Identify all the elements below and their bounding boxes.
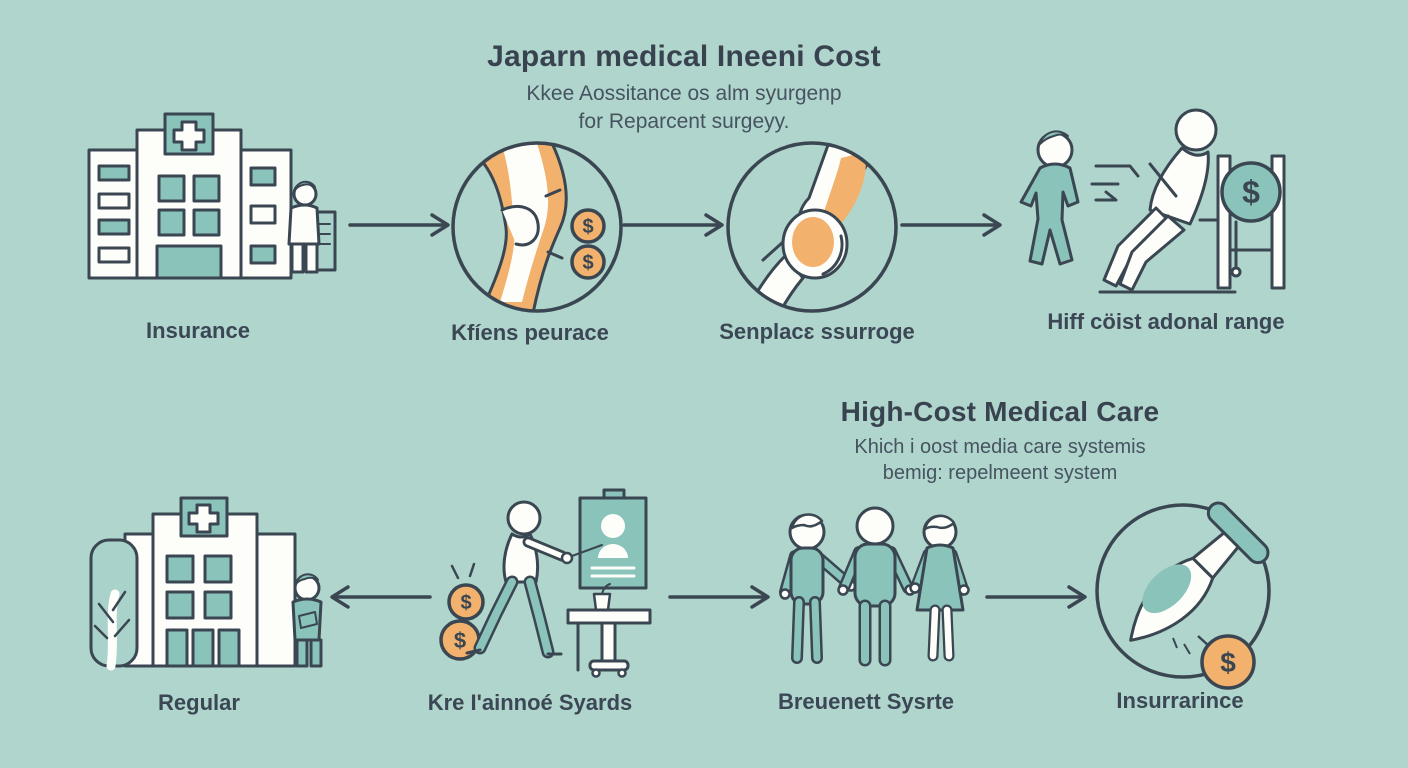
dollar-disc-icon: [1220, 161, 1282, 223]
top-title-block: Japarn medical Ineeni Cost Kkee Aossitan…: [487, 40, 881, 135]
arrow-right-icon: [622, 212, 734, 238]
top-subtitle-line1: Kkee Aossitance os alm syurgenp: [526, 82, 842, 105]
label-insurance: Insurance: [146, 318, 250, 343]
label-knee-cost: Kfíens peurace: [451, 320, 609, 345]
dollar-coin-icon: [570, 244, 606, 280]
knee-cost-icon: $ $: [451, 141, 623, 313]
arrow-right-icon: [985, 584, 1097, 610]
top-subtitle-line2: for Reparcent surgeyy.: [578, 109, 790, 133]
arrow-right-icon: [668, 584, 780, 610]
step-knee-cost: $ $: [450, 140, 625, 315]
bottom-subtitle-line1: Khich i oost media care systemis: [854, 436, 1146, 458]
dollar-coin-icon: [447, 583, 485, 621]
svg-text:$: $: [460, 592, 471, 614]
dollar-coin-icon: [1200, 634, 1256, 690]
label-regular: Regular: [158, 690, 240, 715]
step-patient-group: [765, 502, 985, 670]
svg-text:$: $: [1220, 647, 1236, 678]
bottom-subtitle-line2: bemig: repelmeent system: [882, 462, 1118, 485]
poster-icon: [578, 496, 648, 590]
hospital-insurance-icon: [87, 112, 337, 280]
arrow-right-icon: [900, 212, 1012, 238]
step-regular-hospital: [85, 492, 330, 677]
svg-text:$: $: [454, 628, 466, 653]
label-surgery-cost: Insurrarince: [1116, 688, 1244, 713]
step-insurance: [75, 108, 340, 298]
label-rehab-payment: Hiff cöist adonal range: [1047, 309, 1285, 334]
surgery-cost-icon: $: [1095, 501, 1271, 690]
regular-hospital-icon: [89, 496, 323, 671]
step-knee-replacement: [725, 140, 900, 315]
pushpin-icon: [1129, 501, 1270, 642]
dollar-coin-icon: [570, 208, 606, 244]
bottom-title-block: High-Cost Medical Care Khich i oost medi…: [841, 396, 1160, 487]
arrow-right-icon: [348, 212, 460, 238]
svg-text:$: $: [582, 216, 593, 238]
bottom-title: High-Cost Medical Care: [840, 396, 1160, 427]
step-surgery-cost: $: [1088, 498, 1278, 693]
rehab-payment-icon: $: [1019, 108, 1286, 294]
svg-text:$: $: [582, 252, 593, 274]
label-patient-group: Breuenett Sysrte: [777, 689, 955, 714]
label-reimbursement: Kre I'ainnoé Syards: [427, 690, 633, 715]
top-title: Japarn medical Ineeni Cost: [487, 40, 881, 73]
patient-group-icon: [779, 506, 970, 667]
reimbursement-icon: $ $: [439, 488, 652, 678]
arrow-left-icon: [320, 584, 432, 610]
step-reimbursement: $ $: [428, 482, 663, 682]
label-knee-replacement: Senplacɛ ssurroge: [719, 319, 915, 344]
knee-replacement-icon: [726, 141, 898, 313]
step-rehab-payment: $: [1000, 100, 1300, 300]
svg-text:$: $: [1242, 174, 1260, 210]
